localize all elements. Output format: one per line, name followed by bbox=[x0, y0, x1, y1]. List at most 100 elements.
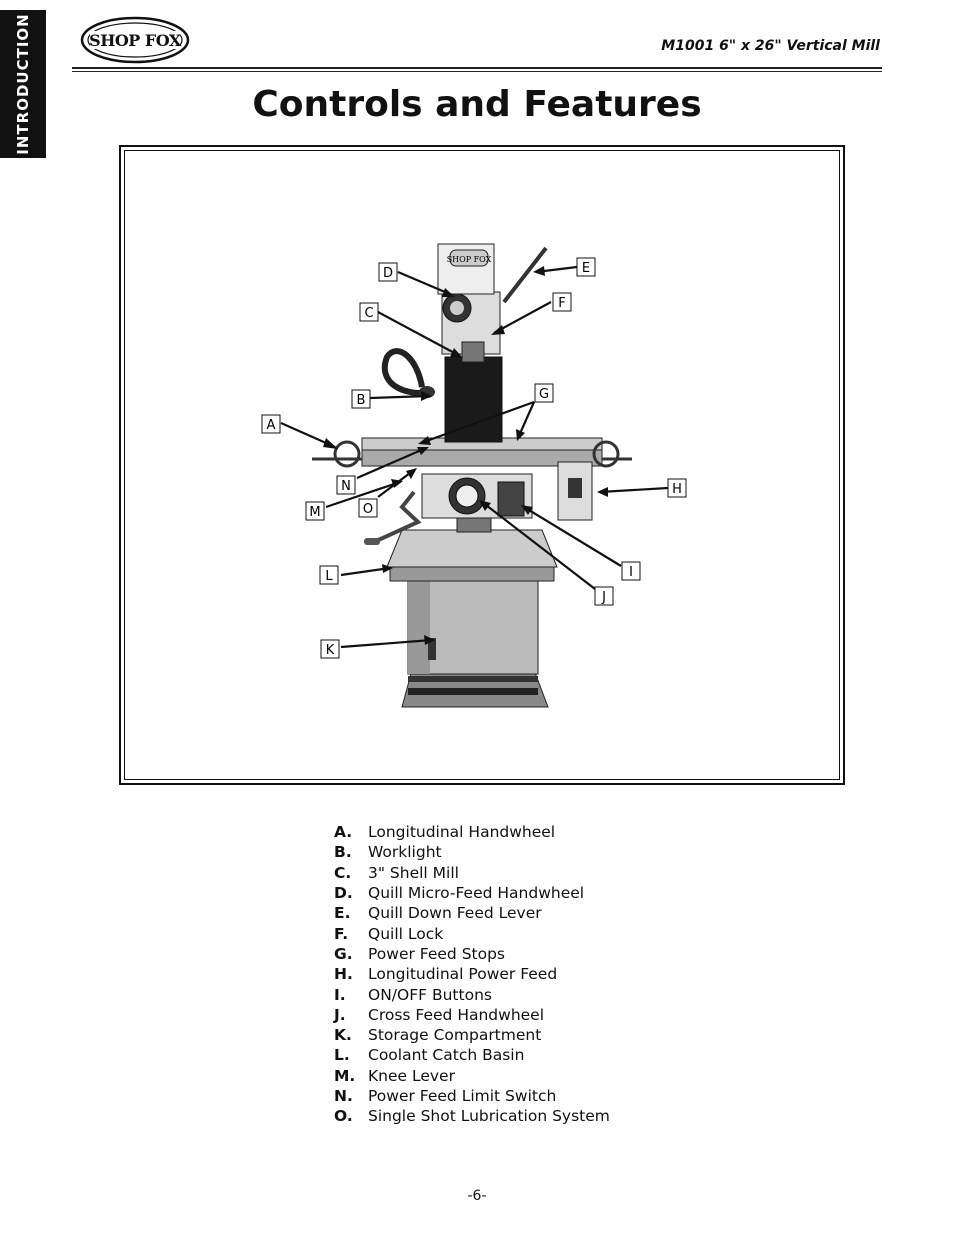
section-tab: INTRODUCTION bbox=[0, 10, 46, 158]
callout-i: I bbox=[621, 561, 641, 581]
arrowhead-b bbox=[421, 391, 432, 401]
manual-model-title: M1001 6" x 26" Vertical Mill bbox=[661, 38, 880, 54]
arrowhead-i bbox=[521, 505, 533, 515]
page-title: Controls and Features bbox=[252, 84, 702, 125]
svg-text:I: I bbox=[629, 565, 633, 580]
svg-text:L: L bbox=[325, 569, 333, 584]
arrowhead-c bbox=[450, 348, 463, 358]
svg-text:A: A bbox=[267, 418, 276, 433]
legend-item: G.Power Feed Stops bbox=[334, 944, 506, 963]
mill-column bbox=[444, 356, 503, 443]
legend-item: K.Storage Compartment bbox=[334, 1026, 542, 1045]
svg-text:K: K bbox=[326, 643, 335, 658]
arrowhead-h bbox=[597, 487, 608, 497]
legend-item: E.Quill Down Feed Lever bbox=[334, 904, 542, 923]
arrow-j bbox=[481, 501, 596, 590]
arrow-b bbox=[369, 394, 430, 400]
svg-text:N: N bbox=[341, 479, 351, 494]
svg-text:F: F bbox=[558, 296, 565, 311]
spindle bbox=[461, 341, 485, 363]
header-rule-thin bbox=[72, 71, 882, 72]
svg-text:B: B bbox=[357, 393, 366, 408]
arrow-g2 bbox=[420, 400, 535, 445]
svg-text:G: G bbox=[539, 387, 549, 402]
callout-e: E bbox=[576, 257, 596, 277]
arrowhead-m bbox=[391, 479, 403, 488]
arrowhead-g2 bbox=[418, 436, 431, 445]
knee-lever bbox=[373, 490, 422, 544]
legend-item: F.Quill Lock bbox=[334, 924, 444, 943]
legend-item: D.Quill Micro-Feed Handwheel bbox=[334, 884, 585, 903]
right-handwheel bbox=[592, 440, 620, 468]
callout-g: G bbox=[534, 383, 554, 403]
callout-c: C bbox=[359, 302, 379, 322]
legend-item: B.Worklight bbox=[334, 843, 442, 862]
arrow-d bbox=[397, 270, 453, 297]
left-handwheel bbox=[333, 440, 361, 468]
callout-d: D bbox=[378, 262, 398, 282]
callout-m: M bbox=[305, 501, 325, 521]
page-number: -6- bbox=[467, 1188, 487, 1204]
machine-figure: SHOP FOX bbox=[119, 145, 845, 785]
arrowhead-l bbox=[382, 564, 393, 573]
arrow-m bbox=[325, 480, 401, 509]
svg-text:E: E bbox=[582, 261, 590, 276]
arrow-heads bbox=[323, 266, 608, 645]
callout-h: H bbox=[667, 478, 687, 498]
base-stripe bbox=[408, 688, 538, 695]
arrowhead-g bbox=[516, 429, 525, 441]
callout-f: F bbox=[552, 292, 572, 312]
legend-item: A.Longitudinal Handwheel bbox=[334, 823, 556, 842]
svg-text:M: M bbox=[309, 505, 320, 520]
legend-item: H.Longitudinal Power Feed bbox=[334, 965, 558, 984]
figure-inner-frame bbox=[124, 150, 840, 780]
callout-b: B bbox=[351, 389, 371, 409]
arrow-c bbox=[377, 311, 461, 357]
callout-l: L bbox=[319, 565, 339, 585]
feature-legend: A.Longitudinal Handwheel B.Worklight C.3… bbox=[334, 822, 610, 1126]
legend-item: N.Power Feed Limit Switch bbox=[334, 1087, 557, 1105]
svg-text:D: D bbox=[383, 266, 393, 281]
legend-item: L.Coolant Catch Basin bbox=[334, 1046, 525, 1065]
arrow-h bbox=[599, 486, 669, 494]
logo-text: SHOP FOX bbox=[89, 30, 181, 50]
legend-item: C.3" Shell Mill bbox=[334, 863, 459, 882]
callout-j: J bbox=[594, 586, 614, 606]
arrowhead-f bbox=[491, 325, 505, 335]
arrow-l bbox=[340, 566, 391, 577]
cross-feed-hub bbox=[455, 484, 479, 508]
arrowhead-j bbox=[479, 500, 491, 511]
brand-plate bbox=[449, 249, 489, 267]
power-feed-dial bbox=[568, 478, 582, 498]
arrow-f bbox=[493, 301, 552, 334]
worklight-arm bbox=[381, 348, 433, 396]
legend-item: J.Cross Feed Handwheel bbox=[334, 1005, 545, 1024]
legend-item: I.ON/OFF Buttons bbox=[334, 985, 492, 1004]
knee-lever-grip bbox=[364, 538, 380, 545]
legend-item: M. Knee Lever bbox=[334, 1066, 455, 1085]
arrow-i bbox=[523, 506, 622, 567]
arrowhead-n bbox=[417, 447, 429, 455]
logo-badge-icon bbox=[80, 16, 190, 64]
callout-labels: A B C D E F G H I J K L M N O bbox=[261, 257, 687, 659]
down-feed-lever bbox=[502, 246, 548, 304]
svg-text:J: J bbox=[601, 590, 606, 605]
base-stripe-upper bbox=[408, 676, 538, 682]
svg-text:C: C bbox=[364, 306, 373, 321]
brand-plate-text: SHOP FOX bbox=[447, 255, 492, 264]
arrowhead-d bbox=[442, 288, 455, 297]
stand-side bbox=[408, 580, 430, 674]
svg-text:H: H bbox=[672, 482, 682, 497]
shop-fox-logo: SHOP FOX bbox=[80, 16, 190, 64]
callout-n: N bbox=[336, 475, 356, 495]
coolant-basin-rim bbox=[389, 566, 555, 582]
arrowhead-o bbox=[406, 468, 417, 479]
callout-k: K bbox=[320, 639, 340, 659]
coolant-basin bbox=[386, 529, 558, 568]
callout-o: O bbox=[358, 498, 378, 518]
svg-text:O: O bbox=[363, 502, 373, 517]
switch-box bbox=[497, 481, 525, 517]
micro-feed-hub bbox=[450, 301, 464, 315]
arrow-k bbox=[340, 638, 433, 649]
mill-illustration: SHOP FOX bbox=[261, 243, 687, 708]
